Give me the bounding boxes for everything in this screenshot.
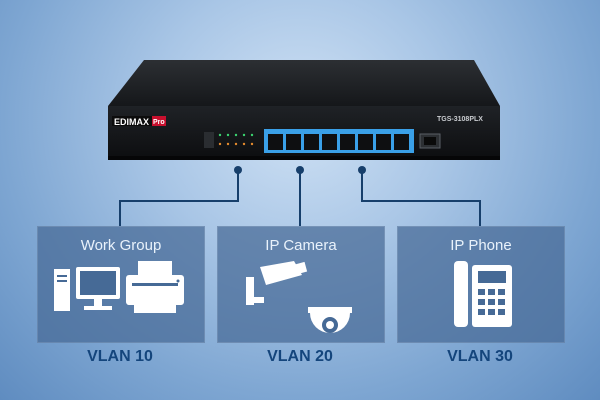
line-ip-phone xyxy=(361,170,481,226)
port-dot-1 xyxy=(234,166,242,174)
computer-printer-icon xyxy=(54,261,184,313)
network-switch-icon: EDIMAX Pro TGS-3108PLX xyxy=(108,60,500,160)
vlan-label-ip-camera: VLAN 20 xyxy=(267,348,333,365)
panel-title-work-group: Work Group xyxy=(80,237,162,254)
brand-label: EDIMAX xyxy=(114,117,149,127)
vlan-label-ip-phone: VLAN 30 xyxy=(447,348,513,365)
panel-ip-camera: IP Camera xyxy=(217,226,385,343)
port-dot-3 xyxy=(358,166,366,174)
brand-badge: Pro xyxy=(153,119,165,126)
port-dot-2 xyxy=(296,166,304,174)
vlan-label-work-group: VLAN 10 xyxy=(87,348,153,365)
line-work-group xyxy=(119,170,239,226)
panel-title-ip-camera: IP Camera xyxy=(265,237,337,254)
panel-title-ip-phone: IP Phone xyxy=(450,237,512,254)
desk-phone-icon xyxy=(454,261,512,327)
security-camera-icon xyxy=(246,261,352,333)
model-label: TGS-3108PLX xyxy=(437,116,483,123)
panel-work-group: Work Group xyxy=(37,226,205,343)
panel-ip-phone: IP Phone xyxy=(397,226,565,343)
